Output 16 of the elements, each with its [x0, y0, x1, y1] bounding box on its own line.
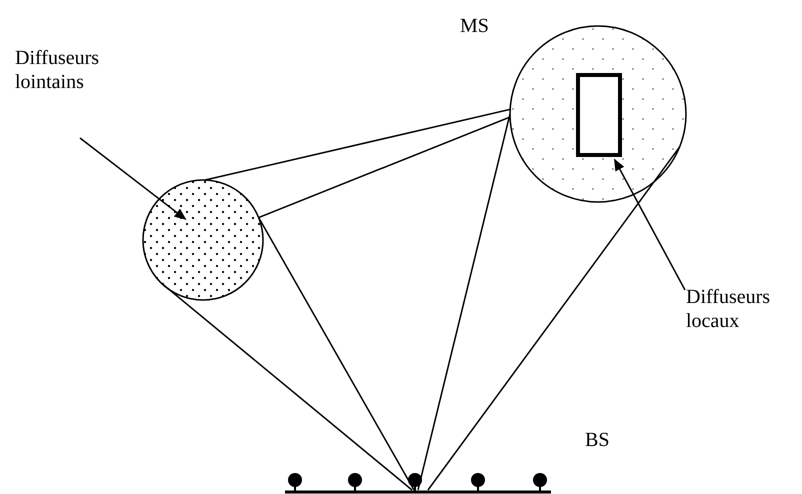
signal-path-line	[258, 217, 415, 490]
station-label: BS	[585, 428, 610, 452]
signal-path-line	[427, 146, 680, 490]
scatterer-circle	[509, 25, 687, 203]
signal-path-line	[160, 282, 412, 491]
leader-arrow	[80, 137, 186, 220]
text-label: Diffuseurs locaux	[686, 285, 801, 333]
leader-arrow	[614, 158, 686, 290]
station-label: MS	[460, 14, 489, 38]
signal-path-line	[204, 108, 510, 181]
scatterer-circle	[142, 179, 264, 301]
text-label: Diffuseurs lointains	[15, 46, 155, 94]
mobile-station-rect	[576, 73, 622, 157]
signal-path-line	[258, 116, 510, 218]
signal-path-line	[417, 114, 511, 490]
antenna-array	[285, 472, 551, 494]
